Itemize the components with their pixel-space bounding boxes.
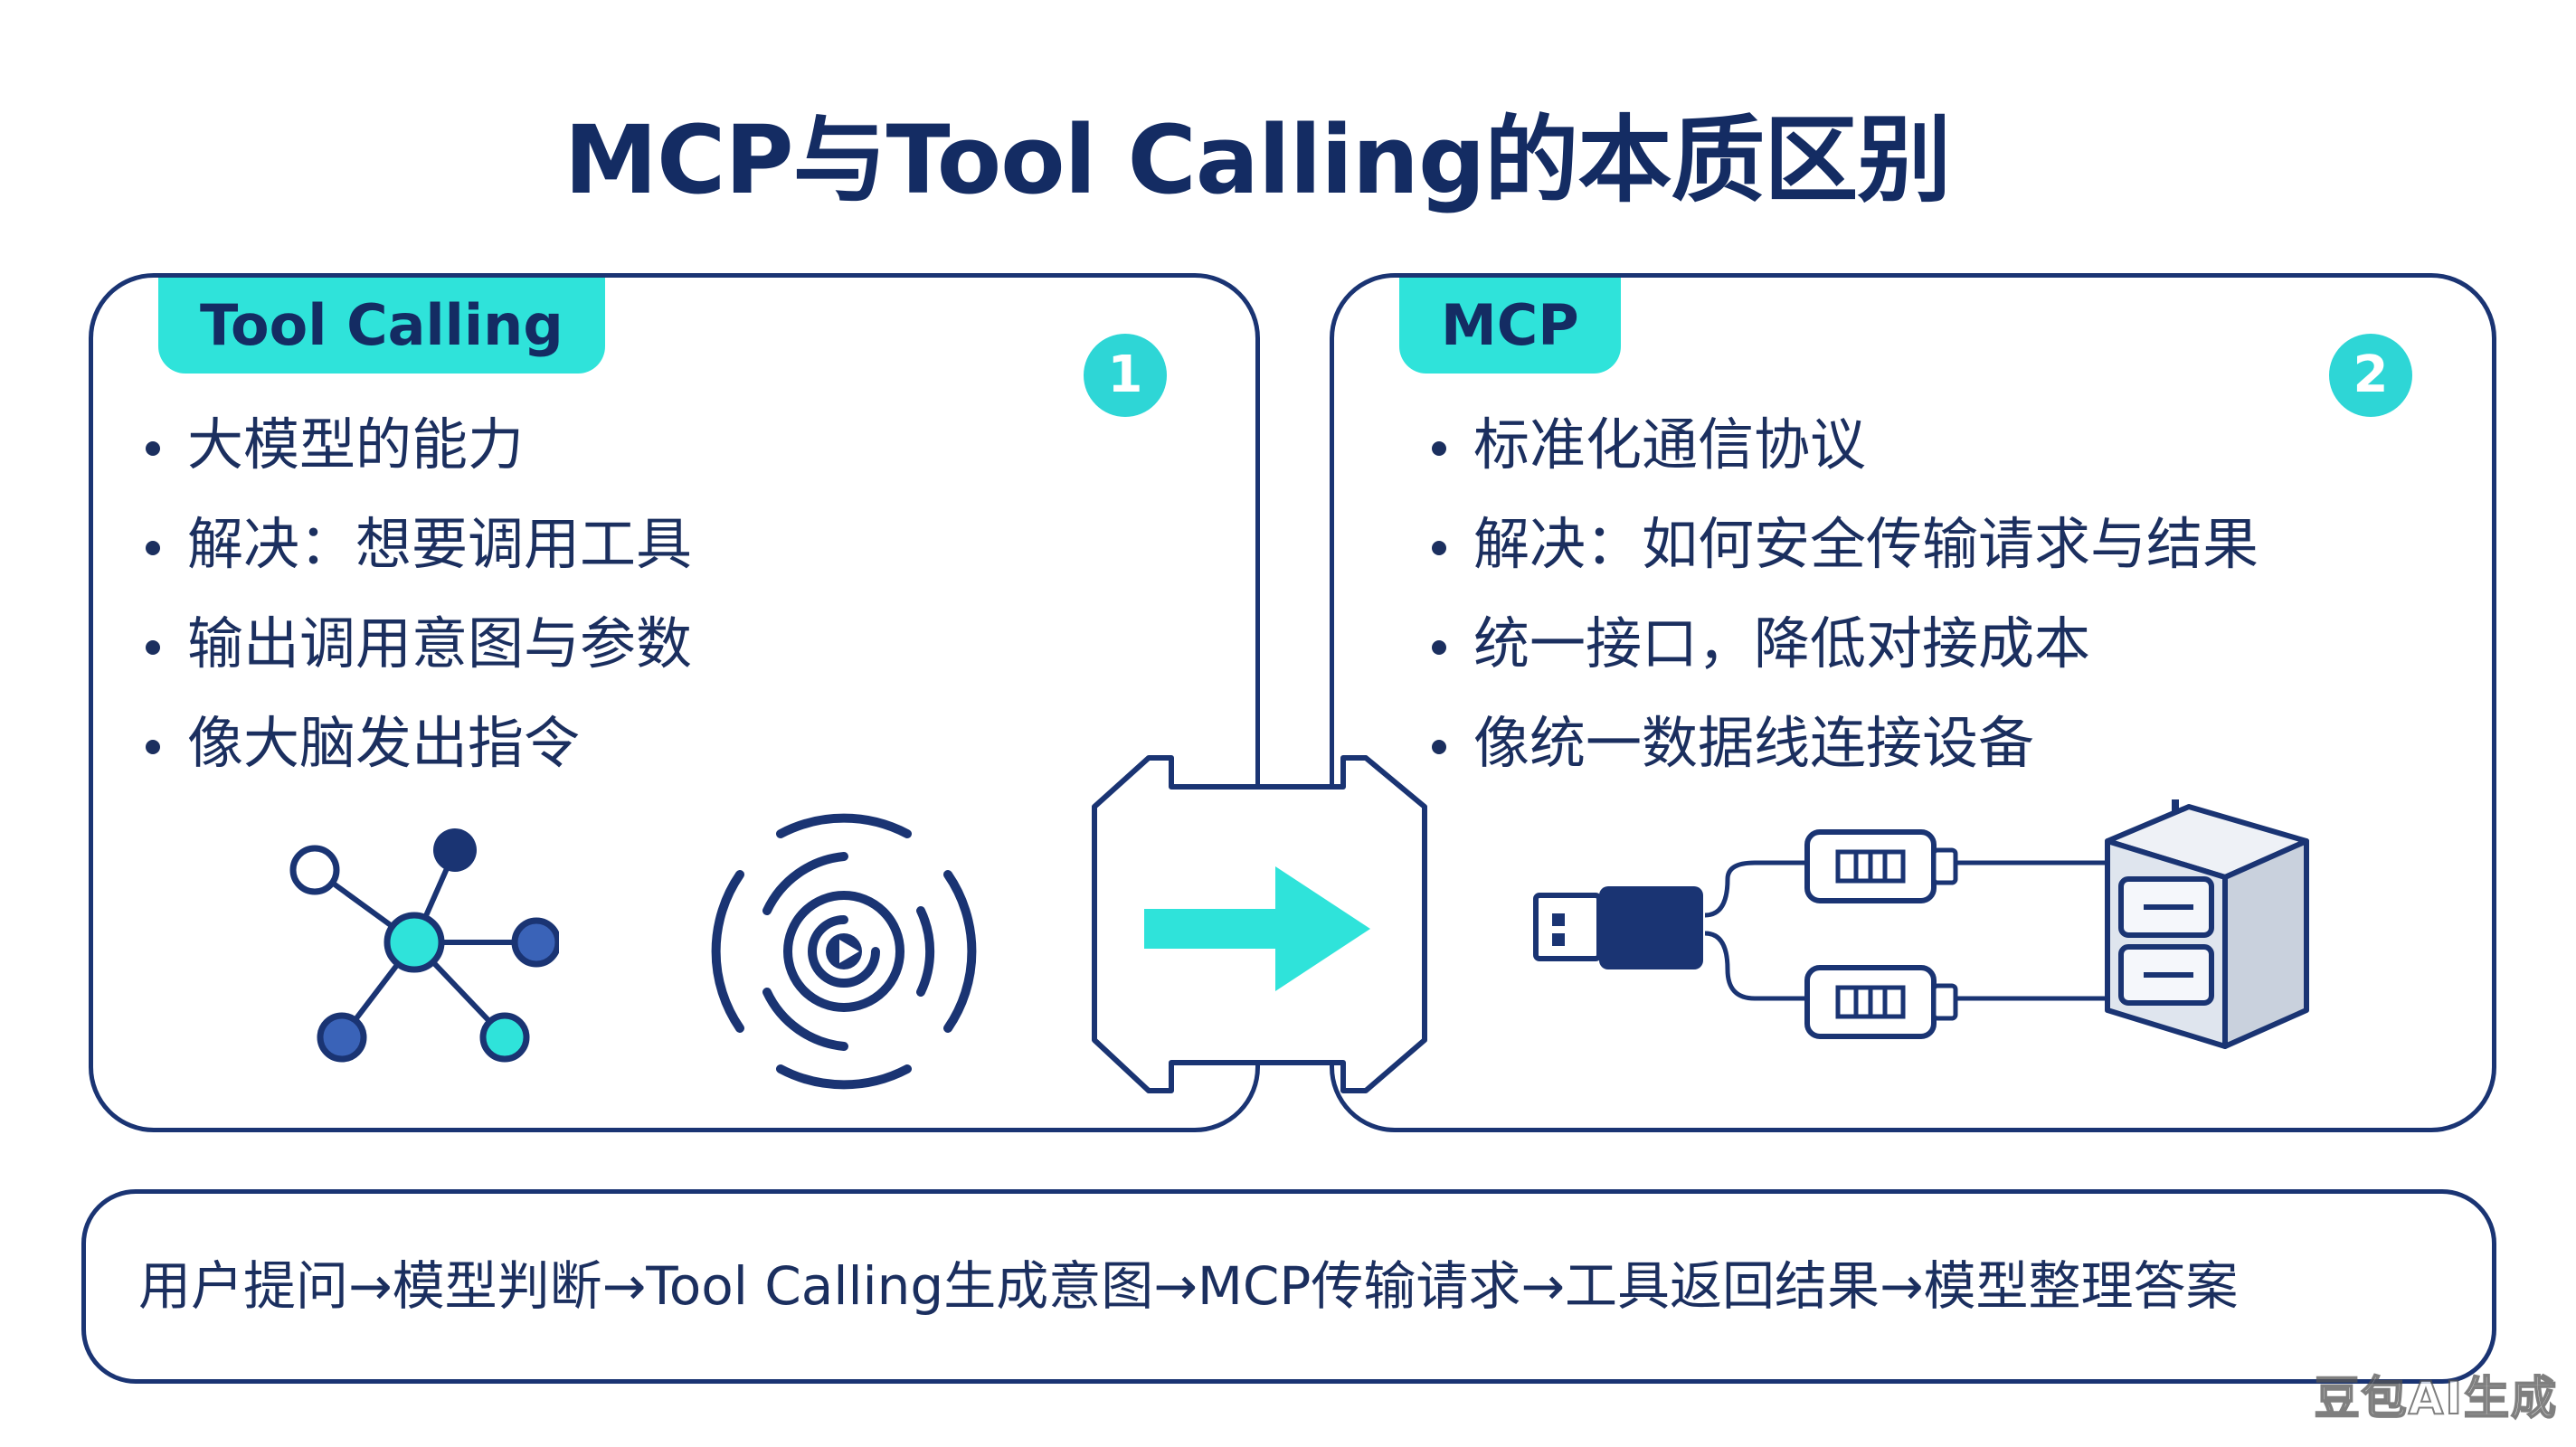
step-badge-1: 1 [1084,334,1167,417]
mcp-points: 标准化通信协议 解决：如何安全传输请求与结果 统一接口，降低对接成本 像统一数据… [1432,386,2259,784]
list-item: 解决：如何安全传输请求与结果 [1432,486,2259,585]
bullet-icon [1432,739,1446,754]
usb-connection-illustration [1533,799,2309,1049]
list-item: 像统一数据线连接设备 [1432,685,2259,784]
process-flow-text: 用户提问→模型判断→Tool Calling生成意图→MCP传输请求→工具返回结… [138,1255,2239,1317]
list-item: 大模型的能力 [146,386,692,486]
bullet-icon [1432,540,1446,555]
tool-calling-points: 大模型的能力 解决：想要调用工具 输出调用意图与参数 像大脑发出指令 [146,386,692,784]
concentric-rings-icon [711,813,977,1090]
bullet-icon [1432,639,1446,655]
bullet-icon [146,540,160,555]
connector-icon [1804,829,1958,1039]
bullet-icon [146,639,160,655]
tool-calling-panel: Tool Calling 1 大模型的能力 解决：想要调用工具 输出调用意图与参… [89,273,1260,1132]
bullet-icon [1432,440,1446,456]
transfer-arrow-icon [1092,755,1427,1093]
bullet-icon [146,739,160,754]
mcp-tag: MCP [1399,278,1621,374]
list-item: 标准化通信协议 [1432,386,2259,486]
network-nodes-icon [289,828,559,1063]
list-item: 像大脑发出指令 [146,685,692,784]
step-badge-2: 2 [2329,334,2412,417]
process-flow-box: 用户提问→模型判断→Tool Calling生成意图→MCP传输请求→工具返回结… [81,1189,2496,1384]
list-item: 输出调用意图与参数 [146,585,692,685]
page-title: MCP与Tool Calling的本质区别 [564,105,1952,215]
mcp-panel: MCP 2 标准化通信协议 解决：如何安全传输请求与结果 统一接口，降低对接成本… [1330,273,2496,1132]
bullet-icon [146,440,160,456]
server-box-icon [2105,799,2309,1049]
watermark: 豆包AI生成 [2314,1371,2558,1425]
tool-calling-tag: Tool Calling [158,278,605,374]
list-item: 解决：想要调用工具 [146,486,692,585]
usb-plug-icon [1533,886,1703,969]
list-item: 统一接口，降低对接成本 [1432,585,2259,685]
